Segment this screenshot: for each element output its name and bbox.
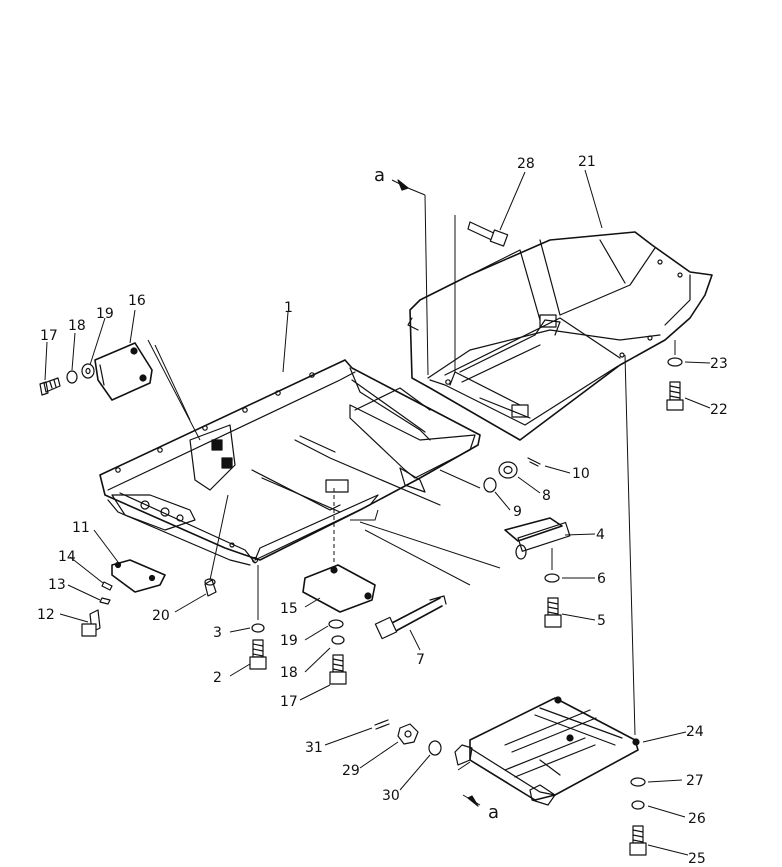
callout-30: 30	[382, 788, 400, 804]
reference-arrow-bottom	[457, 761, 481, 807]
callout-1: 1	[284, 300, 293, 316]
callout-leaders	[44, 169, 711, 856]
washer-18-left	[66, 370, 78, 384]
callout-2: 2	[213, 670, 222, 686]
callout-20: 20	[152, 608, 170, 624]
callout-22: 22	[710, 402, 728, 418]
callout-29: 29	[342, 763, 360, 779]
callout-6: 6	[597, 571, 606, 587]
cover-plate-11	[111, 559, 166, 593]
callout-14: 14	[58, 549, 76, 565]
callout-19-left: 19	[96, 306, 114, 322]
washer-27	[630, 777, 646, 787]
washer-19-left	[81, 363, 95, 379]
washer-30	[428, 740, 442, 756]
callout-3: 3	[213, 625, 222, 641]
pipe-bracket-4	[504, 517, 571, 560]
washer-23	[667, 357, 683, 367]
callout-10: 10	[572, 466, 590, 482]
bolt-17-center	[329, 654, 347, 685]
upper-right-guard	[407, 231, 713, 441]
nut-29	[397, 723, 419, 745]
washer-13	[99, 597, 111, 605]
washer-9	[483, 477, 497, 493]
callout-18-center: 18	[280, 665, 298, 681]
callout-23: 23	[710, 356, 728, 372]
main-guard-frame	[99, 359, 481, 566]
bolt-25	[629, 825, 647, 856]
callout-11: 11	[72, 520, 90, 536]
washer-18-center	[331, 635, 345, 645]
assembly-lines	[147, 194, 676, 736]
nut-8	[498, 461, 518, 479]
callout-28: 28	[517, 156, 535, 172]
callout-7: 7	[416, 652, 425, 668]
washer-19-center	[328, 619, 344, 629]
callout-labels: 1 16 19 18 17 28 21 23 22 10 8 9 4 6 5 7…	[37, 154, 728, 867]
bottom-plate-24	[454, 696, 640, 806]
callout-13: 13	[48, 577, 66, 593]
callout-27: 27	[686, 773, 704, 789]
callout-17-center: 17	[280, 694, 298, 710]
washer-6	[544, 573, 560, 583]
bolt-2	[249, 639, 267, 670]
callout-18-left: 18	[68, 318, 86, 334]
callout-25: 25	[688, 851, 706, 867]
pin-31	[374, 719, 390, 730]
reference-mark-top: a	[374, 165, 385, 186]
callout-17-left: 17	[40, 328, 58, 344]
bolt-22	[666, 381, 684, 411]
washer-3	[251, 623, 265, 633]
callout-19-center: 19	[280, 633, 298, 649]
callout-4: 4	[596, 527, 605, 543]
long-bolt-7	[374, 595, 447, 640]
bolt-12	[81, 609, 101, 637]
callout-31: 31	[305, 740, 323, 756]
washer-26	[631, 800, 645, 810]
callout-16: 16	[128, 293, 146, 309]
callout-8: 8	[542, 488, 551, 504]
reference-arrow-top	[391, 179, 426, 196]
callout-12: 12	[37, 607, 55, 623]
callout-21: 21	[578, 154, 596, 170]
bolt-28	[467, 221, 509, 247]
cover-plate-15	[302, 564, 376, 613]
callout-26: 26	[688, 811, 706, 827]
callout-5: 5	[597, 613, 606, 629]
pin-10	[527, 457, 541, 467]
bolt-17-left	[39, 377, 61, 396]
cover-plate-16	[94, 342, 153, 401]
reference-mark-bottom: a	[488, 802, 499, 823]
callout-15: 15	[280, 601, 298, 617]
pin-14	[101, 581, 113, 591]
bolt-5	[544, 597, 562, 628]
bushing-20	[204, 578, 217, 597]
callout-24: 24	[686, 724, 704, 740]
callout-9: 9	[513, 504, 522, 520]
